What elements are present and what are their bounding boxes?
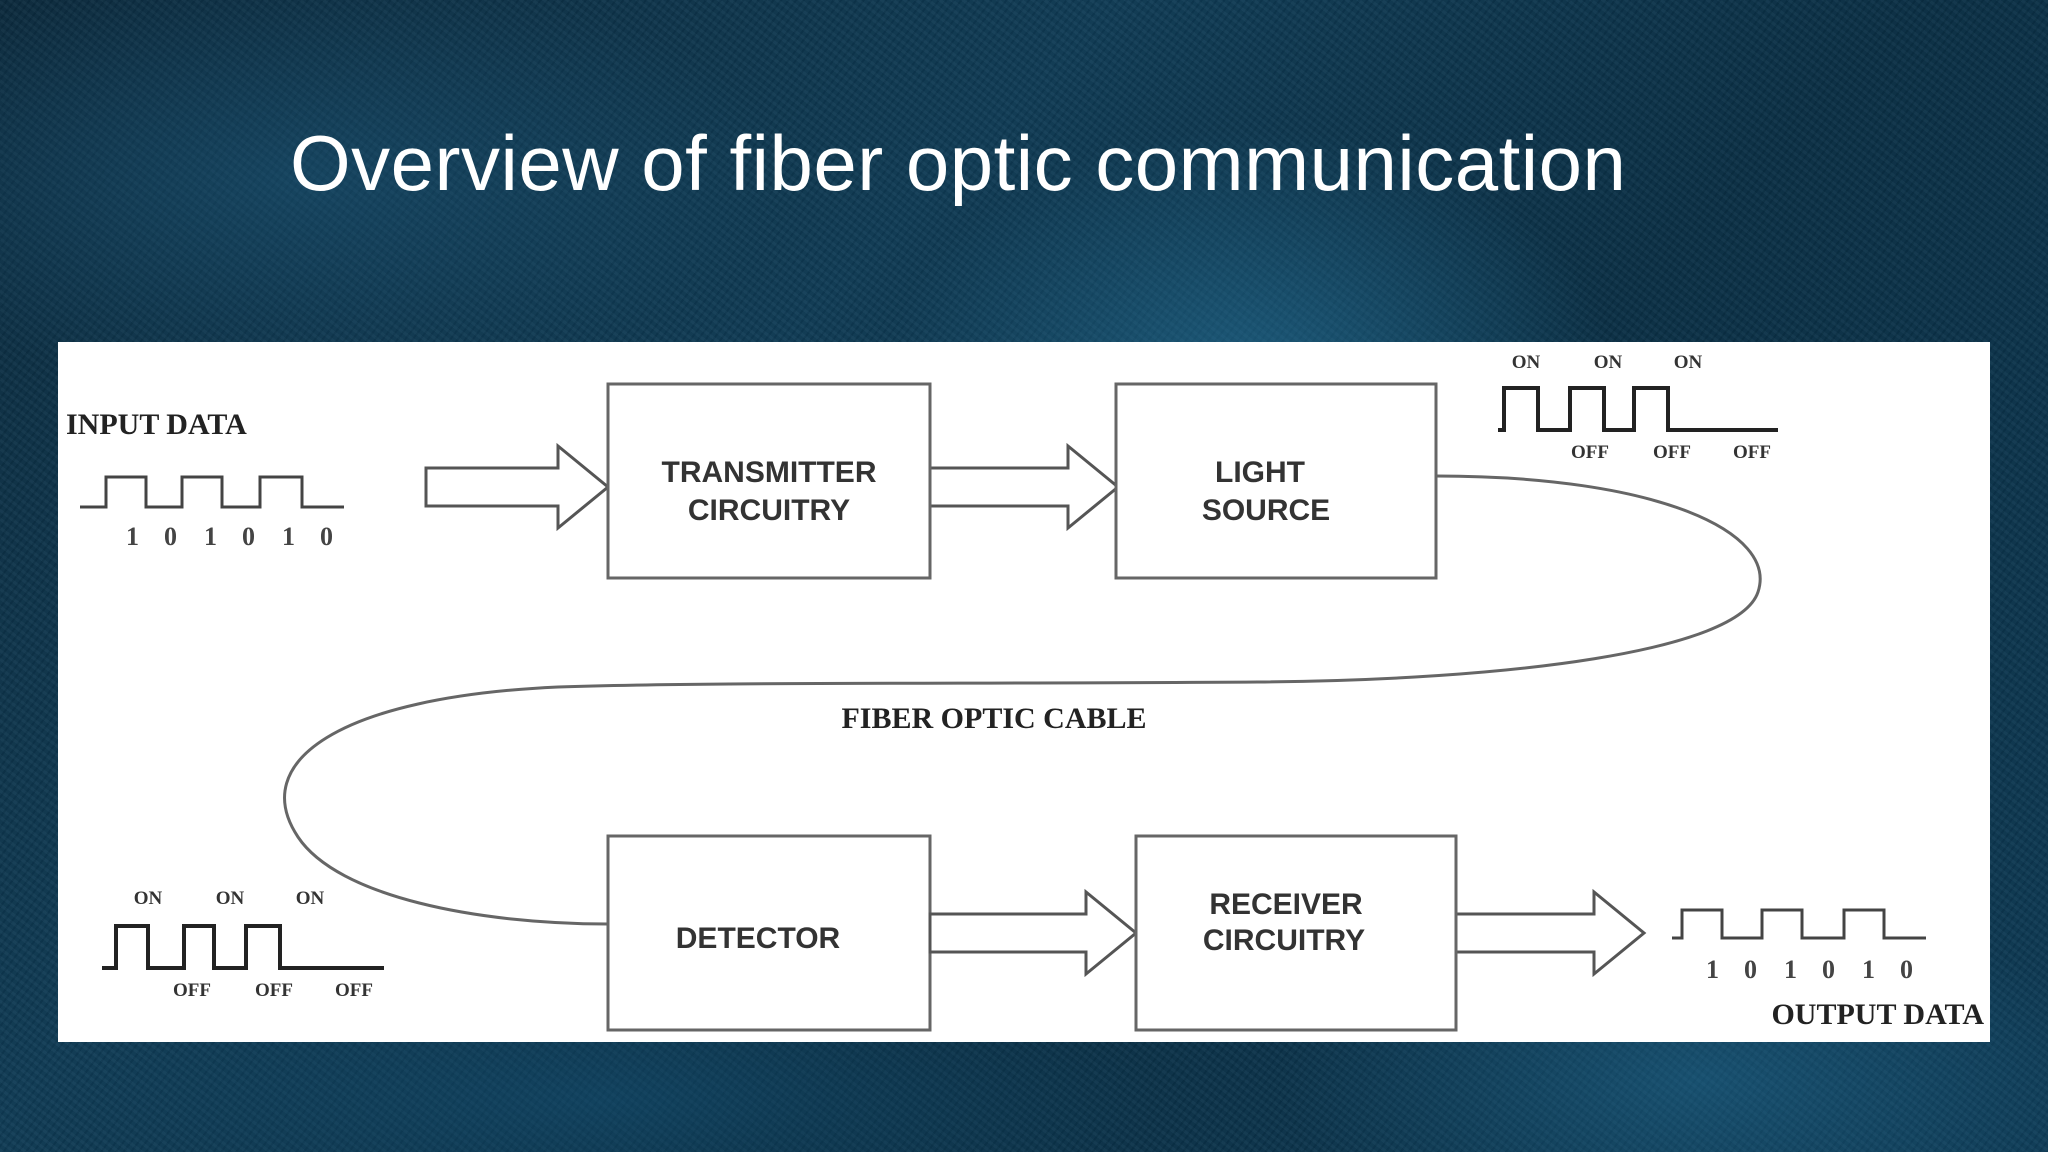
receiver-block [1134, 834, 1458, 1032]
pulse-off-label: OFF [1733, 442, 1771, 463]
input-bit: 1 [204, 522, 217, 551]
output-data-label: OUTPUT DATA [1771, 998, 1984, 1031]
input-bit: 0 [164, 522, 177, 551]
slide-title: Overview of fiber optic communication [290, 119, 1627, 207]
arrow-input-to-transmitter [424, 442, 611, 532]
detector-label: DETECTOR [676, 922, 841, 955]
pulse-on-label: ON [1512, 352, 1541, 373]
input-bit: 0 [242, 522, 255, 551]
light-source-label-line1: LIGHT [1215, 456, 1305, 489]
fiber-optic-block-diagram: INPUT DATA 1 0 1 0 1 0 TRANSMITTER CIRCU… [66, 352, 1984, 1032]
light-source-label-line2: SOURCE [1202, 494, 1330, 527]
pulse-on-label: ON [216, 888, 245, 909]
output-bit: 1 [1862, 955, 1875, 984]
pulse-on-label: ON [1594, 352, 1623, 373]
pulse-on-label: ON [1674, 352, 1703, 373]
output-bit: 0 [1744, 955, 1757, 984]
input-data-label: INPUT DATA [66, 408, 247, 441]
fiber-optic-cable-label: FIBER OPTIC CABLE [841, 702, 1146, 735]
pulse-on-label: ON [134, 888, 163, 909]
arrow-transmitter-to-light [928, 442, 1121, 532]
transmitter-label-line1: TRANSMITTER [662, 456, 877, 489]
receiver-label-line1: RECEIVER [1209, 888, 1363, 921]
pulse-off-label: OFF [1571, 442, 1609, 463]
transmitter-block [606, 382, 932, 580]
received-pulse-wave [102, 924, 384, 970]
received-pulse-off-labels: OFF OFF OFF [173, 980, 373, 1001]
pulse-off-label: OFF [255, 980, 293, 1001]
receiver-label-line2: CIRCUITRY [1203, 924, 1365, 957]
pulse-off-label: OFF [335, 980, 373, 1001]
output-bit: 1 [1706, 955, 1719, 984]
light-pulse-on-labels: ON ON ON [1512, 352, 1703, 373]
output-bit: 0 [1822, 955, 1835, 984]
transmitter-label-line2: CIRCUITRY [688, 494, 850, 527]
received-pulse-on-labels: ON ON ON [134, 888, 325, 909]
light-pulse-off-labels: OFF OFF OFF [1571, 442, 1771, 463]
pulse-off-label: OFF [173, 980, 211, 1001]
input-bit: 1 [126, 522, 139, 551]
diagram-panel: INPUT DATA 1 0 1 0 1 0 TRANSMITTER CIRCU… [58, 342, 1990, 1042]
arrow-receiver-to-output [1454, 888, 1647, 978]
input-bit: 0 [320, 522, 333, 551]
detector-block [606, 834, 932, 1032]
output-bit: 1 [1784, 955, 1797, 984]
pulse-on-label: ON [296, 888, 325, 909]
light-pulse-wave [1498, 386, 1778, 432]
pulse-off-label: OFF [1653, 442, 1691, 463]
input-square-wave [80, 475, 344, 509]
input-bits: 1 0 1 0 1 0 [126, 522, 333, 551]
light-source-block [1114, 382, 1438, 580]
output-square-wave [1672, 908, 1926, 940]
output-bits: 1 0 1 0 1 0 [1706, 955, 1913, 984]
input-bit: 1 [282, 522, 295, 551]
fiber-optic-cable [283, 474, 1762, 926]
output-bit: 0 [1900, 955, 1913, 984]
arrow-detector-to-receiver [928, 888, 1139, 978]
